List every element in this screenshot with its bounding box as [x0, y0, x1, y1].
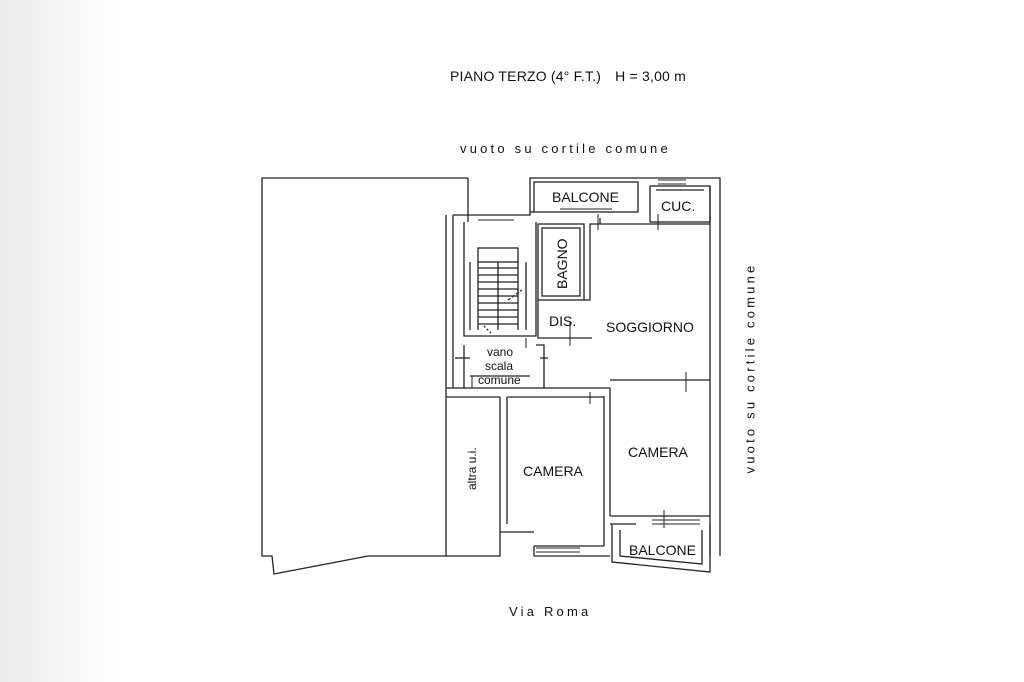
interior-walls	[499, 379, 710, 547]
height-label: H = 3,00 m	[615, 68, 686, 84]
dis-walls	[537, 218, 710, 339]
top-context-label: vuoto su cortile comune	[460, 141, 671, 156]
vano-scala-line1: vano	[487, 345, 513, 359]
windows	[478, 179, 700, 553]
room-bagno: BAGNO	[554, 238, 570, 289]
other-unit-label: altra u.i.	[465, 447, 479, 490]
plan-title: PIANO TERZO (4° F.T.) H = 3,00 m	[450, 68, 686, 84]
vano-scala-line3: comune	[478, 373, 521, 387]
stair-shaft	[463, 222, 537, 337]
room-camera-right: CAMERA	[628, 444, 689, 460]
cucina-walls	[649, 185, 711, 223]
room-cucina: CUC.	[661, 198, 695, 214]
vano-scala-walls	[455, 344, 548, 388]
street-label: Via Roma	[509, 604, 592, 619]
room-dis: DIS.	[549, 313, 576, 329]
room-camera-left: CAMERA	[523, 463, 584, 479]
scan-shadow	[0, 0, 120, 682]
floor-label: PIANO TERZO (4° F.T.)	[450, 68, 602, 84]
room-balcone-top: BALCONE	[552, 189, 619, 205]
vano-scala-line2: scala	[485, 359, 513, 373]
room-soggiorno: SOGGIORNO	[606, 319, 694, 335]
bagno-walls	[537, 223, 585, 301]
room-balcone-bottom: BALCONE	[629, 542, 696, 558]
door-ticks	[471, 214, 687, 528]
balcone-top-walls	[530, 181, 639, 213]
balcone-bottom-walls	[611, 524, 711, 573]
other-unit-outline	[261, 177, 469, 575]
